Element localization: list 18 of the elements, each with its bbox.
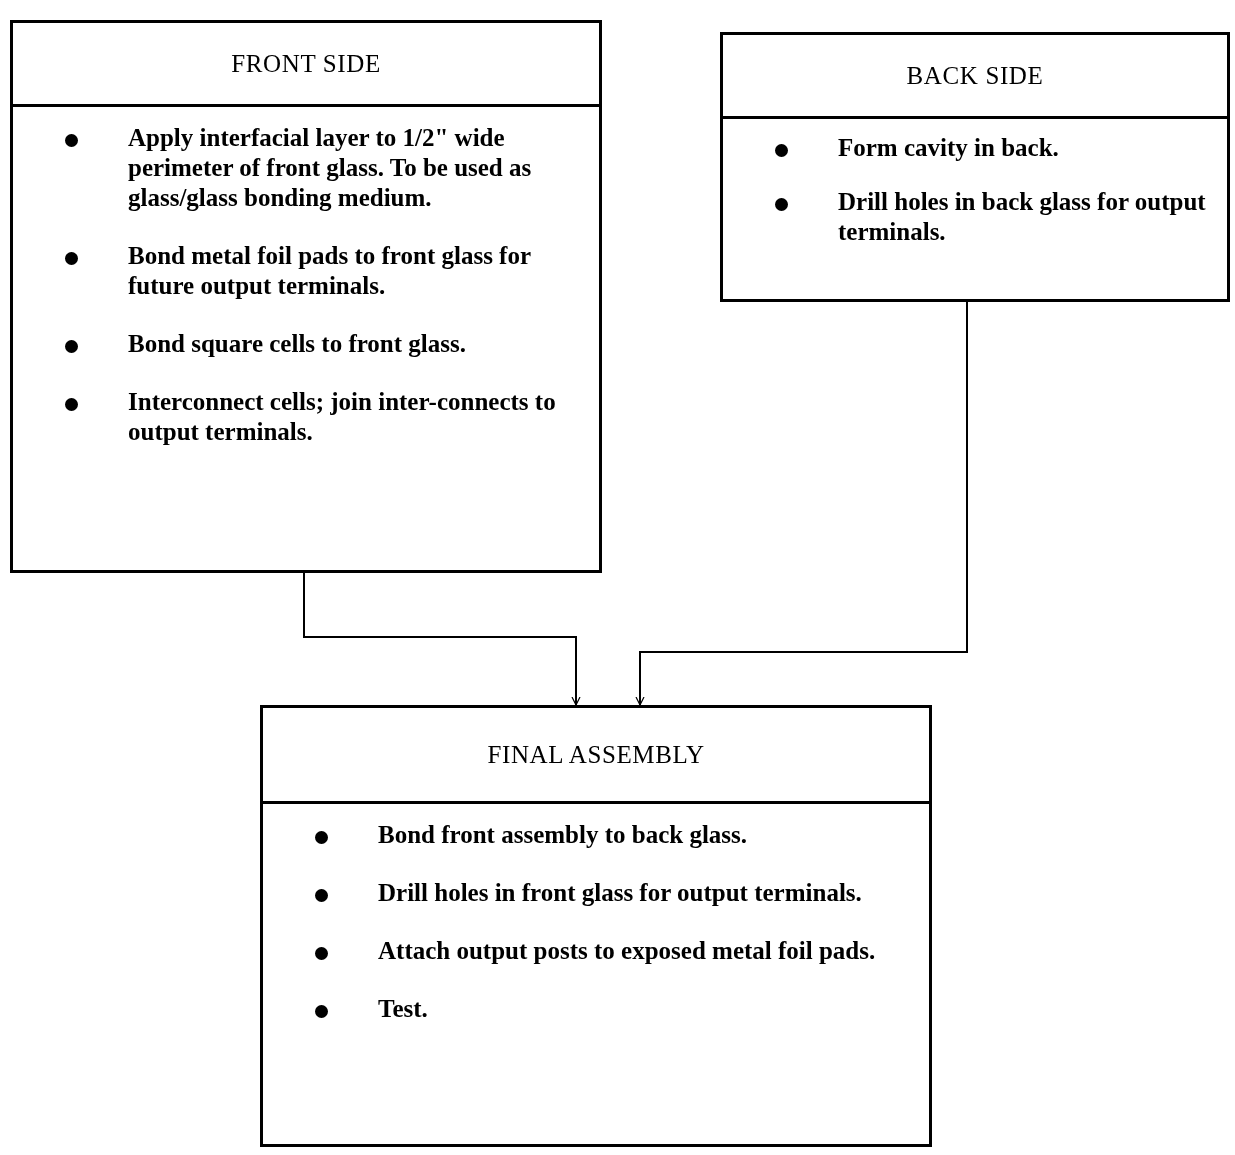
- box-heading: BACK SIDE: [906, 60, 1044, 91]
- bullet-text: Apply interfacial layer to 1/2" wide perimeter of front glass. To be used as glass/glass bonding medium.: [128, 123, 533, 213]
- arrow: [635, 301, 968, 706]
- process-box: [260, 705, 932, 1147]
- bullet-text: Attach output posts to exposed metal foil pads.: [378, 936, 877, 966]
- box-heading: FINAL ASSEMBLY: [487, 739, 705, 770]
- bullet-text: Drill holes in front glass for output terminals.: [378, 878, 863, 908]
- bullet-text: Interconnect cells; join inter-connects to output terminals.: [128, 387, 557, 447]
- process-box: [720, 32, 1230, 302]
- bullet-text: Form cavity in back.: [838, 133, 1060, 163]
- bullet-text: Test.: [378, 994, 429, 1024]
- bullet-text: Bond metal foil pads to front glass for future output terminals.: [128, 241, 532, 301]
- bullet-text: Bond front assembly to back glass.: [378, 820, 749, 850]
- box-heading: FRONT SIDE: [231, 48, 381, 79]
- bullet-text: Bond square cells to front glass.: [128, 329, 467, 359]
- bullet-text: Drill holes in back glass for output terminals.: [838, 187, 1207, 247]
- arrow: [303, 572, 581, 706]
- process-box: [10, 20, 602, 573]
